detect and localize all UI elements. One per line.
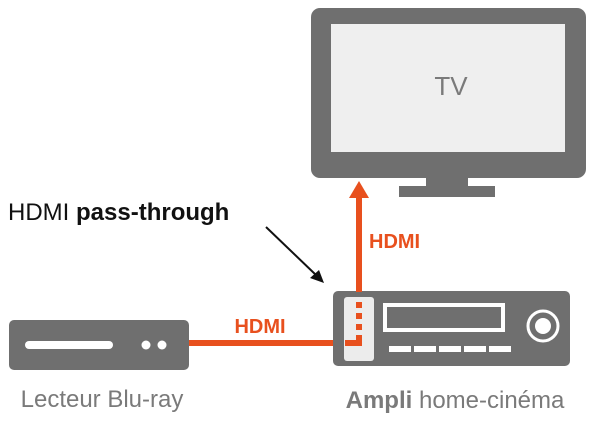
annotation-bold: pass-through [76, 199, 229, 226]
amp-button-2 [414, 346, 436, 352]
bluray-button-1 [141, 340, 151, 350]
bluray-label: Lecteur Blu-ray [21, 386, 184, 413]
passthrough-path [345, 302, 362, 346]
annotation-arrowhead-icon [310, 270, 324, 283]
amplifier: Ampli home-cinéma [333, 291, 570, 414]
cable-vertical [356, 196, 362, 292]
amp-button-3 [439, 346, 461, 352]
amp-button-5 [489, 346, 511, 352]
tv-base [399, 186, 495, 197]
passthrough-dash-3 [356, 324, 362, 330]
amp-label: Ampli home-cinéma [346, 387, 565, 414]
passthrough-dash-4 [356, 335, 362, 341]
tv-label: TV [434, 71, 468, 101]
annotation-pointer-line [265, 226, 317, 276]
passthrough-dash-2 [356, 313, 362, 319]
amp-label-rest: home-cinéma [412, 387, 565, 414]
amp-button-4 [464, 346, 486, 352]
amp-button-1 [389, 346, 411, 352]
tv-neck [426, 176, 468, 188]
passthrough-annotation: HDMI pass-through [8, 199, 324, 283]
tv: TV [311, 8, 586, 197]
passthrough-dash-1 [356, 302, 362, 308]
annotation-label: HDMI pass-through [8, 199, 229, 226]
cable-bluray-to-amp: HDMI [189, 316, 345, 346]
amp-label-bold: Ampli [346, 387, 413, 414]
arrowhead-up-icon [349, 181, 369, 198]
cable-horizontal [189, 340, 345, 346]
amp-display [383, 303, 505, 332]
bluray-player: Lecteur Blu-ray [9, 320, 189, 413]
cable-label-bluray-amp: HDMI [234, 316, 285, 338]
tv-screen [331, 24, 565, 152]
passthrough-dash-5 [345, 340, 362, 346]
disc-slot [25, 341, 113, 349]
volume-knob-outer [526, 309, 560, 343]
cable-label-amp-tv: HDMI [369, 231, 420, 253]
cable-amp-to-tv: HDMI [349, 181, 420, 292]
annotation-prefix: HDMI [8, 199, 76, 226]
volume-knob-inner [535, 318, 551, 334]
bluray-button-2 [157, 340, 167, 350]
